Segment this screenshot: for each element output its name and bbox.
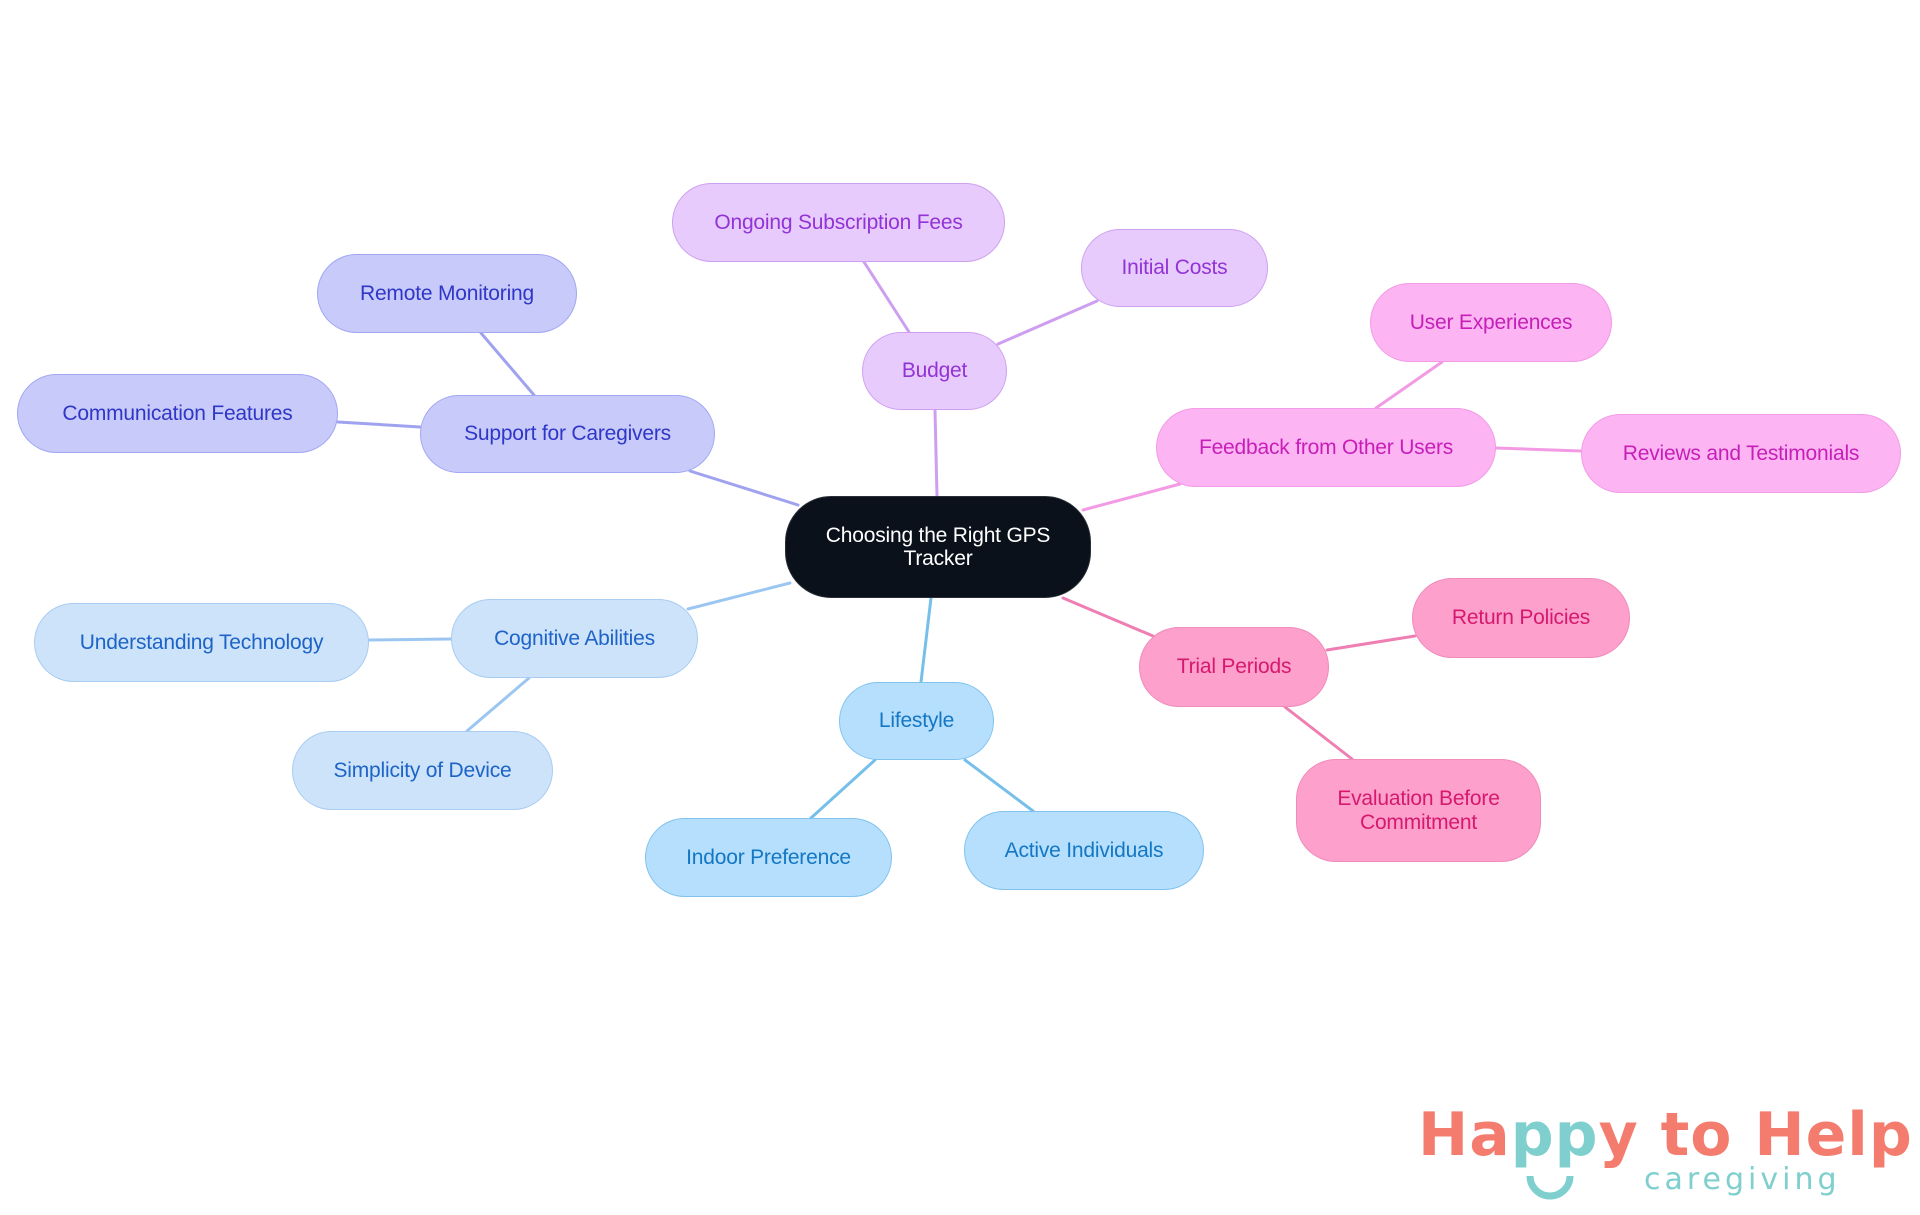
leaf-node-indoor-preference[interactable]: Indoor Preference bbox=[645, 818, 892, 897]
edge-support-to-remote-monitoring bbox=[479, 331, 536, 397]
edge-budget-to-ongoing-subscription-fees bbox=[862, 260, 911, 334]
leaf-node-evaluation-before-commitment-label: Evaluation Before Commitment bbox=[1337, 786, 1500, 834]
leaf-node-ongoing-subscription-fees[interactable]: Ongoing Subscription Fees bbox=[672, 183, 1005, 262]
leaf-node-remote-monitoring-label: Remote Monitoring bbox=[359, 281, 534, 305]
leaf-node-communication-features[interactable]: Communication Features bbox=[17, 374, 338, 453]
logo-text-pp: pp bbox=[1510, 1100, 1599, 1170]
branch-node-cognitive[interactable]: Cognitive Abilities bbox=[451, 599, 698, 678]
edge-cognitive-to-simplicity-of-device bbox=[465, 676, 531, 733]
branch-node-support-label: Support for Caregivers bbox=[464, 422, 671, 445]
edge-budget-to-initial-costs bbox=[996, 299, 1099, 346]
leaf-node-ongoing-subscription-fees-label: Ongoing Subscription Fees bbox=[714, 210, 963, 234]
edge-root-to-trial bbox=[1061, 596, 1155, 638]
edge-root-to-cognitive bbox=[686, 581, 792, 611]
edge-feedback-to-reviews-testimonials bbox=[1494, 446, 1583, 453]
edge-lifestyle-to-active-individuals bbox=[963, 758, 1035, 813]
leaf-node-remote-monitoring[interactable]: Remote Monitoring bbox=[317, 254, 577, 333]
edge-trial-to-return-policies bbox=[1325, 634, 1417, 652]
smile-icon bbox=[1526, 1175, 1574, 1200]
leaf-node-simplicity-of-device[interactable]: Simplicity of Device bbox=[292, 731, 553, 810]
edge-cognitive-to-understanding-technology bbox=[367, 637, 453, 642]
edge-root-to-feedback bbox=[1081, 482, 1182, 512]
branch-node-cognitive-label: Cognitive Abilities bbox=[494, 626, 655, 650]
branch-node-trial[interactable]: Trial Periods bbox=[1139, 627, 1329, 707]
leaf-node-active-individuals-label: Active Individuals bbox=[1004, 838, 1164, 862]
leaf-node-indoor-preference-label: Indoor Preference bbox=[686, 845, 851, 869]
edge-support-to-communication-features bbox=[336, 420, 422, 429]
logo-subtitle: caregiving bbox=[1644, 1162, 1841, 1197]
edge-root-to-lifestyle bbox=[919, 596, 933, 684]
logo-text-rest: y to Help bbox=[1598, 1100, 1913, 1170]
leaf-node-initial-costs-label: Initial Costs bbox=[1121, 256, 1228, 279]
branch-node-lifestyle[interactable]: Lifestyle bbox=[839, 682, 994, 760]
leaf-node-user-experiences[interactable]: User Experiences bbox=[1370, 283, 1612, 362]
branch-node-lifestyle-label: Lifestyle bbox=[878, 709, 955, 732]
leaf-node-understanding-technology[interactable]: Understanding Technology bbox=[34, 603, 369, 682]
leaf-node-reviews-testimonials[interactable]: Reviews and Testimonials bbox=[1581, 414, 1901, 493]
brand-logo: Happy to Help caregiving bbox=[1418, 1100, 1912, 1210]
leaf-node-evaluation-before-commitment[interactable]: Evaluation Before Commitment bbox=[1296, 759, 1541, 862]
logo-text-ha: Ha bbox=[1418, 1100, 1511, 1170]
root-node[interactable]: Choosing the Right GPS Tracker bbox=[785, 496, 1091, 598]
edge-lifestyle-to-indoor-preference bbox=[809, 758, 877, 820]
leaf-node-active-individuals[interactable]: Active Individuals bbox=[964, 811, 1204, 890]
leaf-node-user-experiences-label: User Experiences bbox=[1409, 310, 1573, 334]
branch-node-budget-label: Budget bbox=[901, 359, 968, 382]
edge-trial-to-evaluation-before-commitment bbox=[1283, 705, 1354, 761]
edge-feedback-to-user-experiences bbox=[1374, 360, 1444, 410]
root-node-label: Choosing the Right GPS Tracker bbox=[825, 524, 1051, 570]
leaf-node-understanding-technology-label: Understanding Technology bbox=[79, 630, 324, 654]
branch-node-feedback-label: Feedback from Other Users bbox=[1198, 435, 1454, 459]
leaf-node-reviews-testimonials-label: Reviews and Testimonials bbox=[1622, 441, 1860, 465]
logo-wordmark: Happy to Help bbox=[1418, 1100, 1913, 1170]
branch-node-budget[interactable]: Budget bbox=[862, 332, 1007, 410]
edge-root-to-budget bbox=[933, 408, 939, 498]
leaf-node-return-policies[interactable]: Return Policies bbox=[1412, 578, 1630, 658]
branch-node-support[interactable]: Support for Caregivers bbox=[420, 395, 715, 473]
leaf-node-initial-costs[interactable]: Initial Costs bbox=[1081, 229, 1268, 307]
edge-root-to-support bbox=[688, 469, 800, 507]
branch-node-feedback[interactable]: Feedback from Other Users bbox=[1156, 408, 1496, 487]
leaf-node-return-policies-label: Return Policies bbox=[1451, 606, 1591, 629]
branch-node-trial-label: Trial Periods bbox=[1176, 655, 1292, 678]
leaf-node-communication-features-label: Communication Features bbox=[62, 401, 293, 425]
leaf-node-simplicity-of-device-label: Simplicity of Device bbox=[333, 758, 512, 782]
